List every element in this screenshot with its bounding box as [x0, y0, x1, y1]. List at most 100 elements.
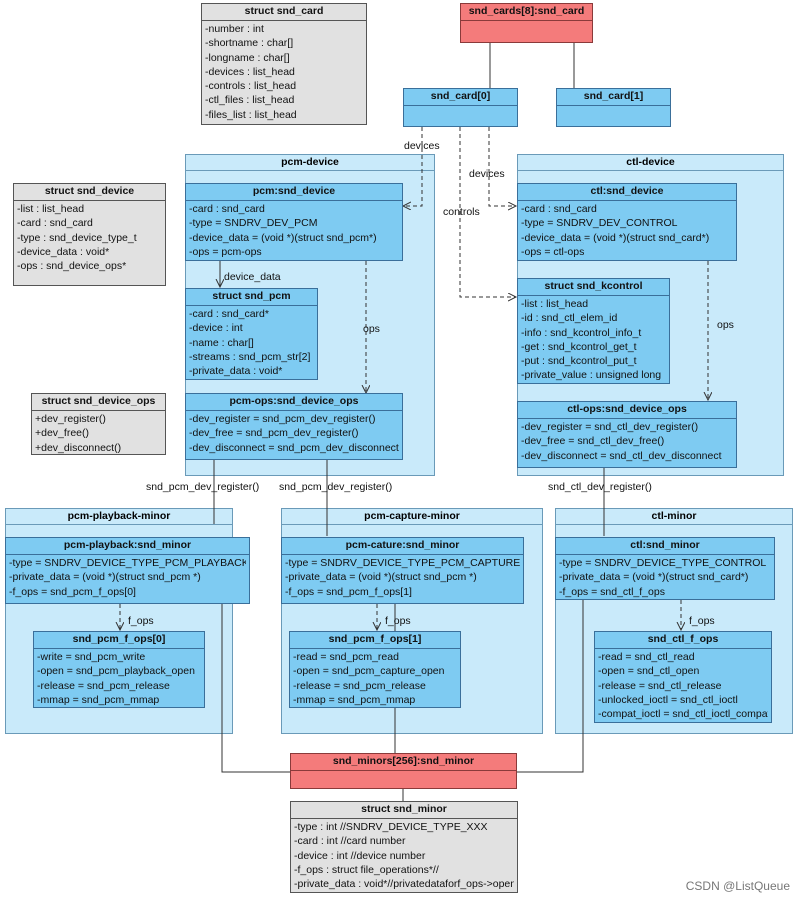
field: -release = snd_pcm_release: [293, 679, 426, 692]
package-title: pcm-capture-minor: [282, 509, 542, 525]
snd-card-0-box: snd_card[0]: [403, 88, 518, 127]
snd-card-1-box: snd_card[1]: [556, 88, 671, 127]
field: -f_ops : struct file_operations*//: [294, 863, 439, 876]
box-title: struct snd_device: [14, 184, 165, 201]
box-title: pcm:snd_device: [186, 184, 402, 201]
f-ops-label: f_ops: [385, 615, 411, 627]
box-title: snd_cards[8]:snd_card: [461, 4, 592, 21]
pcm-snd-device-box: pcm:snd_device -card : snd_card -type = …: [185, 183, 403, 261]
field: -compat_ioctl = snd_ctl_ioctl_compat: [598, 708, 768, 721]
box-title: struct snd_device_ops: [32, 394, 165, 411]
box-title: ctl:snd_device: [518, 184, 736, 201]
box-title: snd_card[1]: [557, 89, 670, 106]
field: -number : int: [205, 23, 264, 35]
field: -put : snd_kcontrol_put_t: [521, 355, 637, 368]
register-label: snd_ctl_dev_register(): [548, 481, 652, 493]
package-title: ctl-minor: [556, 509, 792, 525]
field: -private_value : unsigned long: [521, 369, 662, 382]
field: -ctl_files : list_head: [205, 94, 295, 107]
field: -dev_free = snd_ctl_dev_free(): [521, 435, 665, 448]
field: -type : int //SNDRV_DEVICE_TYPE_XXX: [294, 821, 488, 833]
field: -device_data = (void *)(struct snd_pcm*): [189, 231, 377, 244]
package-title: pcm-device: [186, 155, 434, 171]
field: -card : snd_card: [17, 217, 93, 230]
field: -f_ops = snd_pcm_f_ops[1]: [285, 585, 412, 598]
snd-pcm-f-ops-1-box: snd_pcm_f_ops[1] -read = snd_pcm_read -o…: [289, 631, 461, 708]
field: -release = snd_ctl_release: [598, 679, 722, 692]
field: -id : snd_ctl_elem_id: [521, 312, 618, 325]
field: -device_data : void*: [17, 245, 110, 258]
box-title: struct snd_kcontrol: [518, 279, 669, 296]
field: -type = SNDRV_DEVICE_TYPE_CONTROL: [559, 557, 767, 569]
watermark: CSDN @ListQueue: [685, 879, 790, 893]
box-title: snd_pcm_f_ops[0]: [34, 632, 204, 649]
field: -get : snd_kcontrol_get_t: [521, 340, 637, 353]
pcm-capture-minor-box: pcm-cature:snd_minor -type = SNDRV_DEVIC…: [281, 537, 524, 604]
register-label: snd_pcm_dev_register(): [279, 481, 393, 493]
devices-label: devices: [404, 140, 440, 152]
f-ops-label: f_ops: [689, 615, 715, 627]
field: -private_data = (void *)(struct snd_card…: [559, 571, 749, 584]
field: -card : int //card number: [294, 835, 406, 848]
device-data-label: device_data: [224, 271, 281, 283]
field: -list : list_head: [17, 203, 85, 215]
struct-snd-device-ops-box: struct snd_device_ops +dev_register() +d…: [31, 393, 166, 455]
field: -dev_register = snd_pcm_dev_register(): [189, 413, 376, 425]
package-title: pcm-playback-minor: [6, 509, 232, 525]
field: -card : snd_card: [521, 203, 597, 215]
snd-minors-box: snd_minors[256]:snd_minor: [290, 753, 517, 789]
field: -open = snd_pcm_capture_open: [293, 665, 445, 678]
struct-snd-card-box: struct snd_card -number : int -shortname…: [201, 3, 367, 125]
field: -type = SNDRV_DEV_CONTROL: [521, 217, 678, 230]
field: +dev_disconnect(): [35, 441, 122, 454]
snd-ctl-f-ops-box: snd_ctl_f_ops -read = snd_ctl_read -open…: [594, 631, 772, 723]
controls-label: controls: [443, 206, 480, 218]
field: -private_data = (void *)(struct snd_pcm …: [9, 571, 201, 584]
field: +dev_register(): [35, 413, 106, 425]
field: -shortname : char[]: [205, 37, 294, 50]
field: +dev_free(): [35, 427, 89, 440]
field: -release = snd_pcm_release: [37, 679, 170, 692]
package-title: ctl-device: [518, 155, 783, 171]
field: -dev_free = snd_pcm_dev_register(): [189, 427, 359, 440]
field: -files_list : list_head: [205, 108, 297, 121]
field: -dev_disconnect = snd_ctl_dev_disconnect: [521, 449, 722, 462]
ctl-minor-box: ctl:snd_minor -type = SNDRV_DEVICE_TYPE_…: [555, 537, 775, 600]
box-title: snd_ctl_f_ops: [595, 632, 771, 649]
field: -mmap = snd_pcm_mmap: [37, 693, 160, 706]
f-ops-label: f_ops: [128, 615, 154, 627]
field: -private_data : void*: [189, 365, 283, 378]
box-title: snd_card[0]: [404, 89, 517, 106]
field: -f_ops = snd_ctl_f_ops: [559, 585, 665, 598]
field: -ops = ctl-ops: [521, 245, 585, 258]
box-title: snd_minors[256]:snd_minor: [291, 754, 516, 771]
field: -ops = pcm-ops: [189, 245, 262, 258]
field: -mmap = snd_pcm_mmap: [293, 693, 416, 706]
field: -devices : list_head: [205, 65, 295, 78]
struct-snd-pcm-box: struct snd_pcm -card : snd_card* -device…: [185, 288, 318, 380]
field: -dev_disconnect = snd_pcm_dev_disconnect: [189, 441, 399, 454]
devices-label: devices: [469, 168, 505, 180]
box-title: snd_pcm_f_ops[1]: [290, 632, 460, 649]
field: -read = snd_ctl_read: [598, 651, 695, 663]
box-title: pcm-playback:snd_minor: [6, 538, 249, 555]
field: -device : int: [189, 322, 243, 335]
ctl-snd-device-box: ctl:snd_device -card : snd_card -type = …: [517, 183, 737, 261]
box-title: struct snd_pcm: [186, 289, 317, 306]
field: -private_data : void*//privatedataforf_o…: [294, 878, 514, 891]
box-title: struct snd_card: [202, 4, 366, 21]
field: -open = snd_pcm_playback_open: [37, 665, 195, 678]
field: -device_data = (void *)(struct snd_card*…: [521, 231, 710, 244]
ops-label: ops: [717, 319, 734, 331]
field: -f_ops = snd_pcm_f_ops[0]: [9, 585, 136, 598]
ops-label: ops: [363, 323, 380, 335]
field: -card : snd_card: [189, 203, 265, 215]
field: -unlocked_ioctl = snd_ctl_ioctl: [598, 693, 738, 706]
field: -ops : snd_device_ops*: [17, 260, 127, 273]
field: -dev_register = snd_ctl_dev_register(): [521, 421, 699, 433]
struct-snd-device-box: struct snd_device -list : list_head -car…: [13, 183, 166, 286]
field: -type : snd_device_type_t: [17, 231, 137, 244]
box-title: ctl-ops:snd_device_ops: [518, 402, 736, 419]
pcm-ops-box: pcm-ops:snd_device_ops -dev_register = s…: [185, 393, 403, 460]
field: -read = snd_pcm_read: [293, 651, 399, 663]
